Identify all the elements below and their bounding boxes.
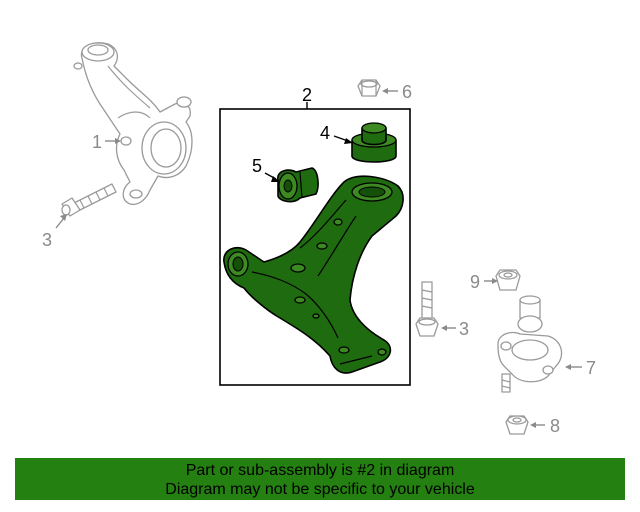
callout-8: 8 [550, 416, 560, 436]
banner-line-disclaimer: Diagram may not be specific to your vehi… [165, 481, 475, 498]
callout-4: 4 [320, 123, 330, 143]
callout-6: 6 [402, 82, 412, 102]
callout-3-left: 3 [42, 230, 52, 250]
nut-top[interactable] [357, 79, 381, 97]
bolt-right[interactable] [415, 281, 439, 337]
callout-9: 9 [470, 272, 480, 292]
nut-ball-joint-top[interactable] [495, 269, 521, 291]
ball-joint[interactable] [497, 295, 563, 393]
info-banner: Part or sub-assembly is #2 in diagram Di… [15, 458, 625, 500]
lower-control-arm[interactable] [223, 175, 404, 374]
callout-5: 5 [252, 156, 262, 176]
nut-bottom[interactable] [505, 415, 529, 435]
banner-line-part: Part or sub-assembly is #2 in diagram [185, 462, 455, 479]
bushing-small[interactable] [277, 167, 319, 203]
bushing-large[interactable] [351, 122, 397, 163]
callout-2: 2 [302, 85, 312, 105]
callout-1: 1 [92, 132, 102, 152]
callout-7: 7 [586, 358, 596, 378]
callout-3-right: 3 [459, 319, 469, 339]
steering-knuckle[interactable] [73, 42, 193, 206]
assembly-box [219, 108, 411, 386]
bolt-left[interactable] [61, 183, 117, 217]
parts-diagram: 1 3 2 4 [42, 42, 596, 436]
